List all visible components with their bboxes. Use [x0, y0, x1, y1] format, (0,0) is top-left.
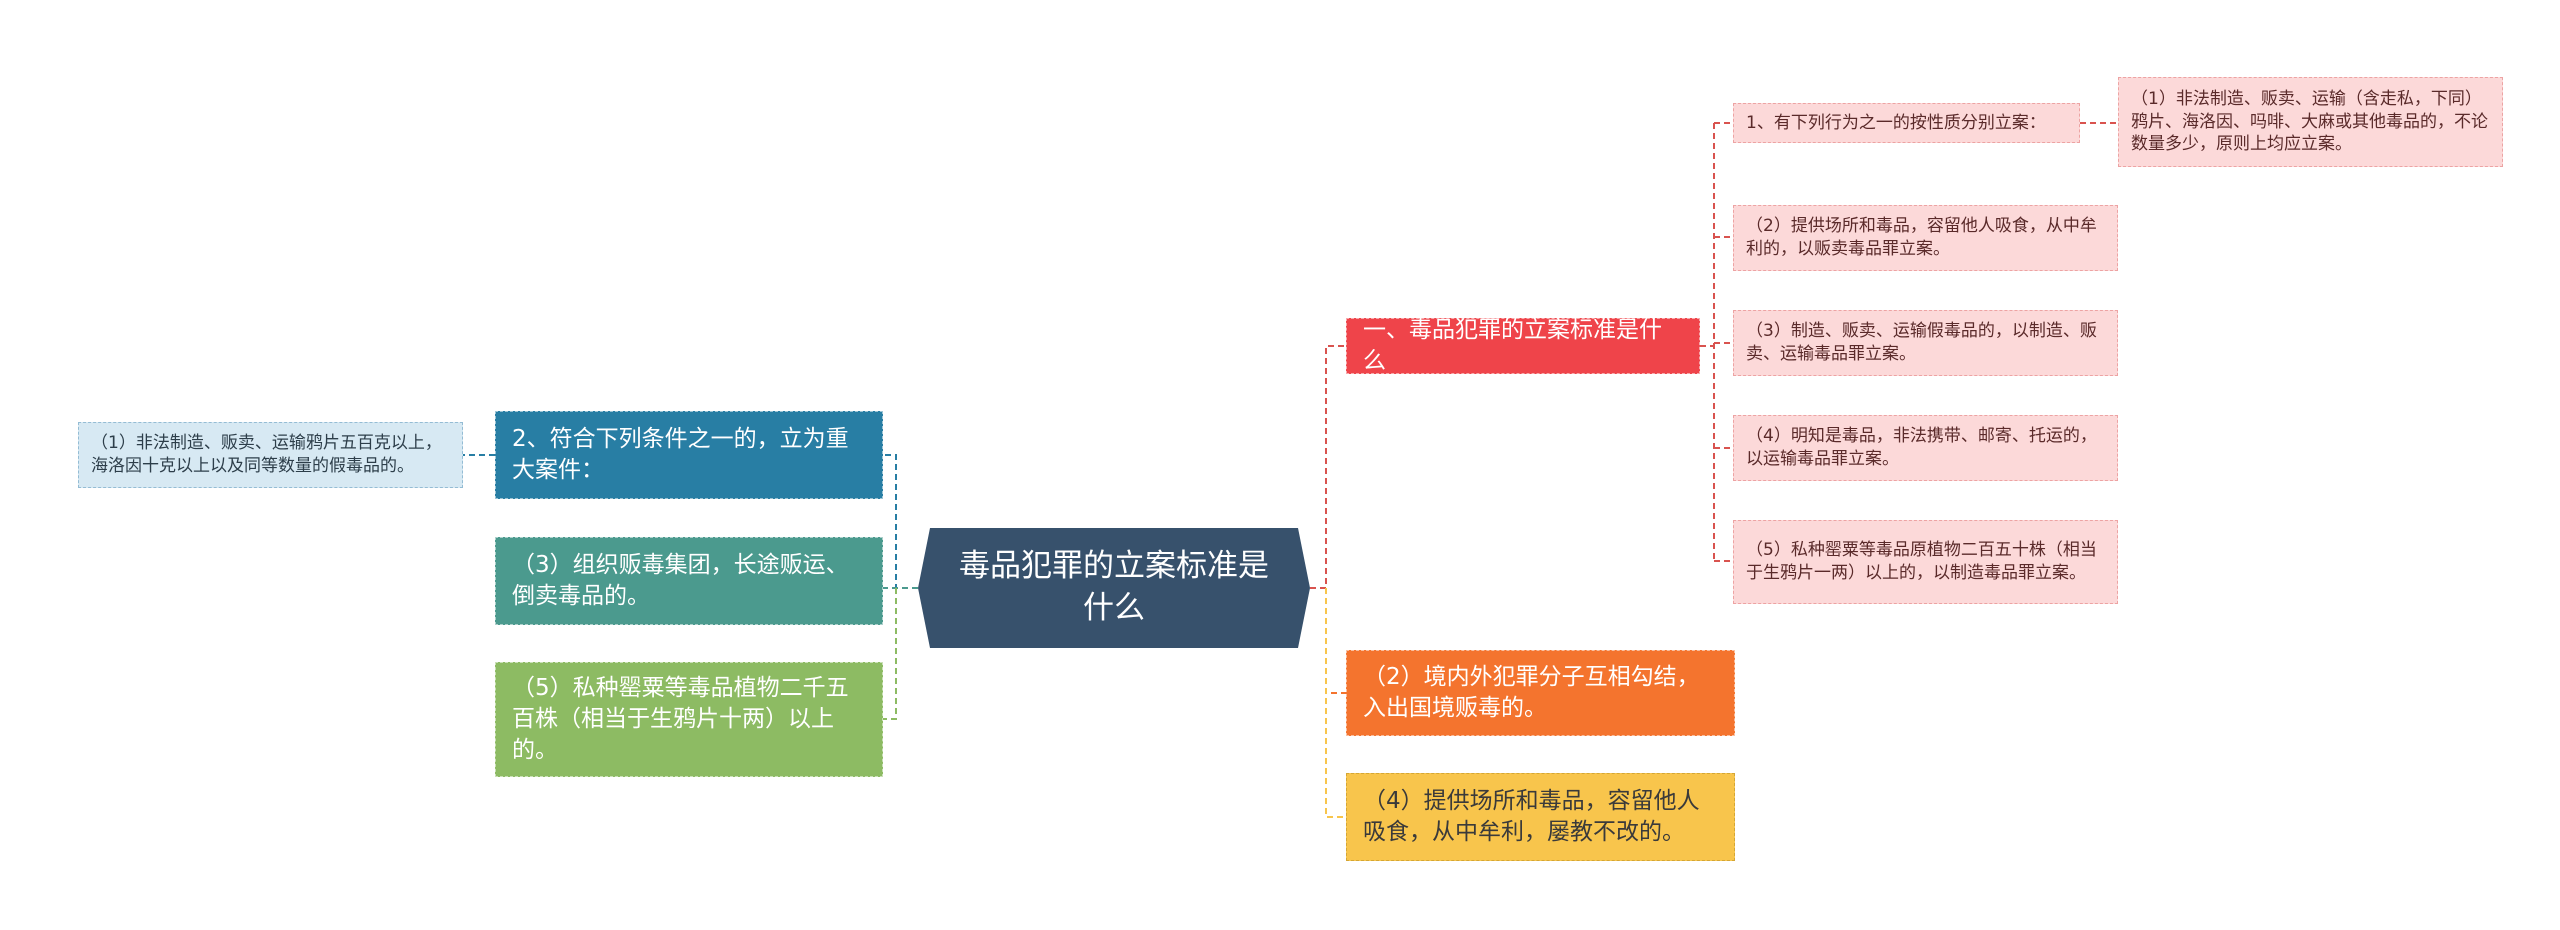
leaf-illegal-manufacture[interactable]: （1）非法制造、贩卖、运输（含走私，下同）鸦片、海洛因、吗啡、大麻或其他毒品的，… — [2118, 77, 2503, 167]
branch-poppy-2500[interactable]: （5）私种罂粟等毒品植物二千五百株（相当于生鸦片十两）以上的。 — [495, 662, 883, 777]
connector-center-to-major-cases — [883, 454, 918, 589]
leaf-providing-venue[interactable]: （2）提供场所和毒品，容留他人吸食，从中牟利的，以贩卖毒品罪立案。 — [1733, 205, 2118, 271]
branch-cross-border[interactable]: （2）境内外犯罪分子互相勾结，入出国境贩毒的。 — [1346, 650, 1735, 736]
branch-filing-standards[interactable]: 一、毒品犯罪的立案标准是什么 — [1346, 316, 1700, 374]
leaf-poppy-250-label: （5）私种罂粟等毒品原植物二百五十株（相当于生鸦片一两）以上的，以制造毒品罪立案… — [1746, 540, 2097, 583]
leaf-filing-by-nature-label: 1、有下列行为之一的按性质分别立案： — [1746, 112, 2046, 133]
leaf-opium-500g-label: （1）非法制造、贩卖、运输鸦片五百克以上，海洛因十克以上以及同等数量的假毒品的。 — [91, 433, 442, 476]
leaf-providing-venue-label: （2）提供场所和毒品，容留他人吸食，从中牟利的，以贩卖毒品罪立案。 — [1746, 216, 2097, 259]
connector-center-to-repeat-offense — [1325, 588, 1346, 818]
leaf-filing-by-nature[interactable]: 1、有下列行为之一的按性质分别立案： — [1733, 103, 2080, 143]
branch-trafficking-group[interactable]: （3）组织贩毒集团，长途贩运、倒卖毒品的。 — [495, 537, 883, 625]
central-topic[interactable]: 毒品犯罪的立案标准是什么 — [918, 528, 1310, 648]
leaf-illegal-manufacture-label: （1）非法制造、贩卖、运输（含走私，下同）鸦片、海洛因、吗啡、大麻或其他毒品的，… — [2131, 88, 2488, 155]
leaf-fake-drugs[interactable]: （3）制造、贩卖、运输假毒品的，以制造、贩卖、运输毒品罪立案。 — [1733, 310, 2118, 376]
branch-repeat-offense[interactable]: （4）提供场所和毒品，容留他人吸食，从中牟利，屡教不改的。 — [1346, 773, 1735, 861]
connector-center-to-standards — [1310, 345, 1346, 589]
leaf-fake-drugs-label: （3）制造、贩卖、运输假毒品的，以制造、贩卖、运输毒品罪立案。 — [1746, 321, 2097, 364]
branch-poppy-2500-label: （5）私种罂粟等毒品植物二千五百株（相当于生鸦片十两）以上的。 — [512, 674, 849, 764]
leaf-opium-500g[interactable]: （1）非法制造、贩卖、运输鸦片五百克以上，海洛因十克以上以及同等数量的假毒品的。 — [78, 422, 463, 488]
branch-major-cases-label: 2、符合下列条件之一的，立为重大案件： — [512, 425, 849, 483]
leaf-poppy-250[interactable]: （5）私种罂粟等毒品原植物二百五十株（相当于生鸦片一两）以上的，以制造毒品罪立案… — [1733, 520, 2118, 604]
connector-center-to-poppy — [883, 588, 897, 720]
connector-standards-children — [1700, 122, 1733, 562]
leaf-knowingly-carrying[interactable]: （4）明知是毒品，非法携带、邮寄、托运的，以运输毒品罪立案。 — [1733, 415, 2118, 481]
branch-cross-border-label: （2）境内外犯罪分子互相勾结，入出国境贩毒的。 — [1363, 663, 1700, 721]
branch-major-cases[interactable]: 2、符合下列条件之一的，立为重大案件： — [495, 411, 883, 499]
branch-filing-standards-label: 一、毒品犯罪的立案标准是什么 — [1363, 316, 1662, 374]
leaf-knowingly-carrying-label: （4）明知是毒品，非法携带、邮寄、托运的，以运输毒品罪立案。 — [1746, 426, 2097, 469]
central-topic-label: 毒品犯罪的立案标准是什么 — [959, 548, 1269, 626]
branch-repeat-offense-label: （4）提供场所和毒品，容留他人吸食，从中牟利，屡教不改的。 — [1363, 787, 1700, 845]
connector-center-to-cross-border — [1325, 588, 1346, 694]
branch-trafficking-group-label: （3）组织贩毒集团，长途贩运、倒卖毒品的。 — [512, 551, 849, 609]
